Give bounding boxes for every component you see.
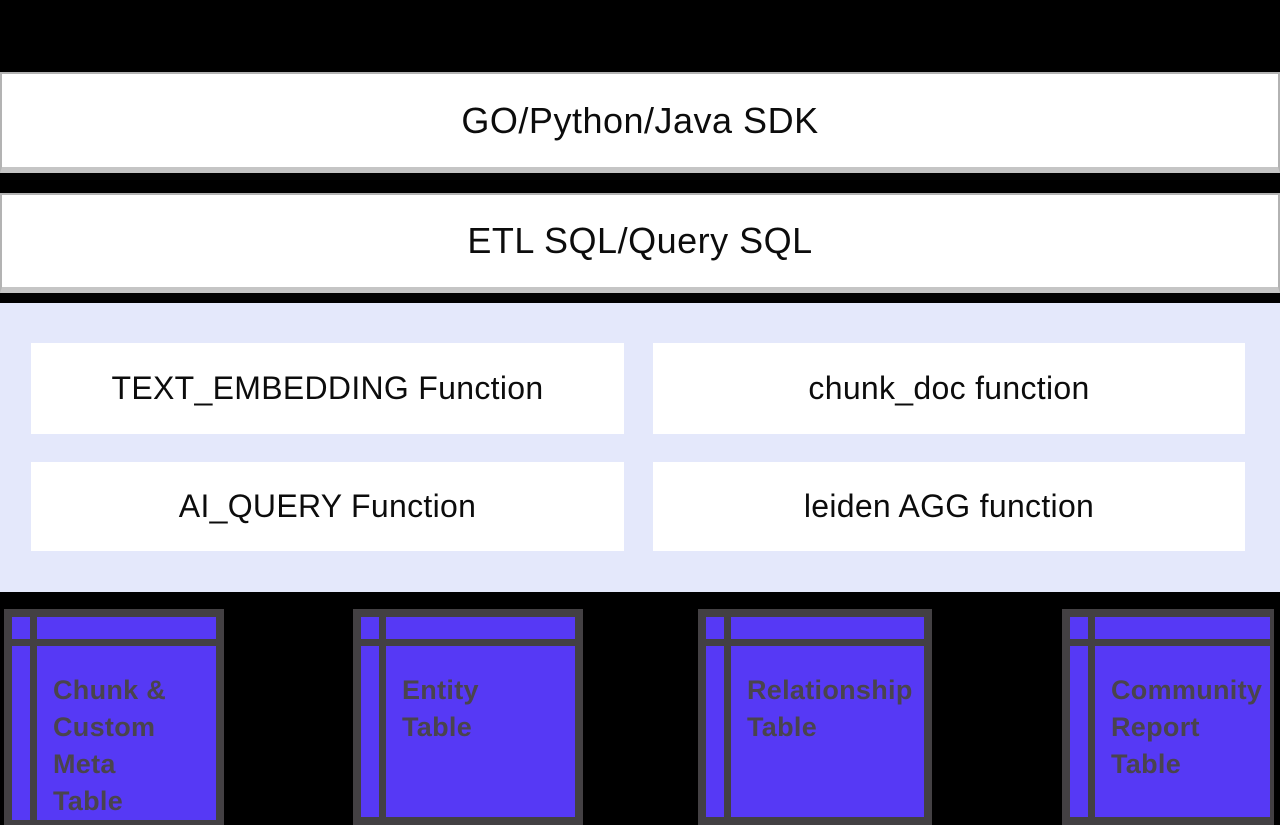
table-header-cell bbox=[731, 617, 924, 639]
community-report-table-icon: Community Report Table bbox=[1062, 609, 1274, 825]
table-body-cell: Entity Table bbox=[386, 646, 575, 817]
table-header-cell bbox=[1095, 617, 1271, 639]
leiden-agg-function-box: leiden AGG function bbox=[653, 462, 1245, 551]
table-side-column bbox=[361, 646, 379, 817]
table-label: Relationship Table bbox=[747, 675, 913, 742]
table-body-cell: Chunk & Custom Meta Table bbox=[37, 646, 216, 820]
chunk-doc-function-label: chunk_doc function bbox=[808, 370, 1090, 406]
ai-query-function-label: AI_QUERY Function bbox=[178, 488, 477, 524]
text-embedding-function-label: TEXT_EMBEDDING Function bbox=[111, 370, 544, 406]
table-corner-cell bbox=[706, 617, 724, 639]
entity-table-icon: Entity Table bbox=[353, 609, 583, 825]
table-side-column bbox=[12, 646, 30, 820]
leiden-agg-function-label: leiden AGG function bbox=[803, 488, 1095, 524]
table-body-cell: Community Report Table bbox=[1095, 646, 1271, 817]
table-corner-cell bbox=[1070, 617, 1088, 639]
sql-layer-bar: ETL SQL/Query SQL bbox=[0, 193, 1280, 293]
sql-layer-label: ETL SQL/Query SQL bbox=[467, 220, 813, 261]
table-side-column bbox=[1070, 646, 1088, 817]
chunk-doc-function-box: chunk_doc function bbox=[653, 343, 1245, 434]
sdk-layer-label: GO/Python/Java SDK bbox=[461, 99, 819, 141]
table-corner-cell bbox=[12, 617, 30, 639]
sdk-layer-bar: GO/Python/Java SDK bbox=[0, 72, 1280, 173]
table-side-column bbox=[706, 646, 724, 817]
table-label: Entity Table bbox=[402, 675, 479, 742]
chunk-custom-meta-table-icon: Chunk & Custom Meta Table bbox=[4, 609, 224, 825]
table-header-cell bbox=[37, 617, 216, 639]
ai-query-function-box: AI_QUERY Function bbox=[31, 462, 624, 551]
text-embedding-function-box: TEXT_EMBEDDING Function bbox=[31, 343, 624, 434]
table-corner-cell bbox=[361, 617, 379, 639]
function-panel: TEXT_EMBEDDING Function chunk_doc functi… bbox=[0, 303, 1280, 592]
table-header-cell bbox=[386, 617, 575, 639]
table-label: Community Report Table bbox=[1111, 675, 1263, 779]
relationship-table-icon: Relationship Table bbox=[698, 609, 932, 825]
table-label: Chunk & Custom Meta Table bbox=[53, 675, 167, 816]
table-body-cell: Relationship Table bbox=[731, 646, 924, 817]
